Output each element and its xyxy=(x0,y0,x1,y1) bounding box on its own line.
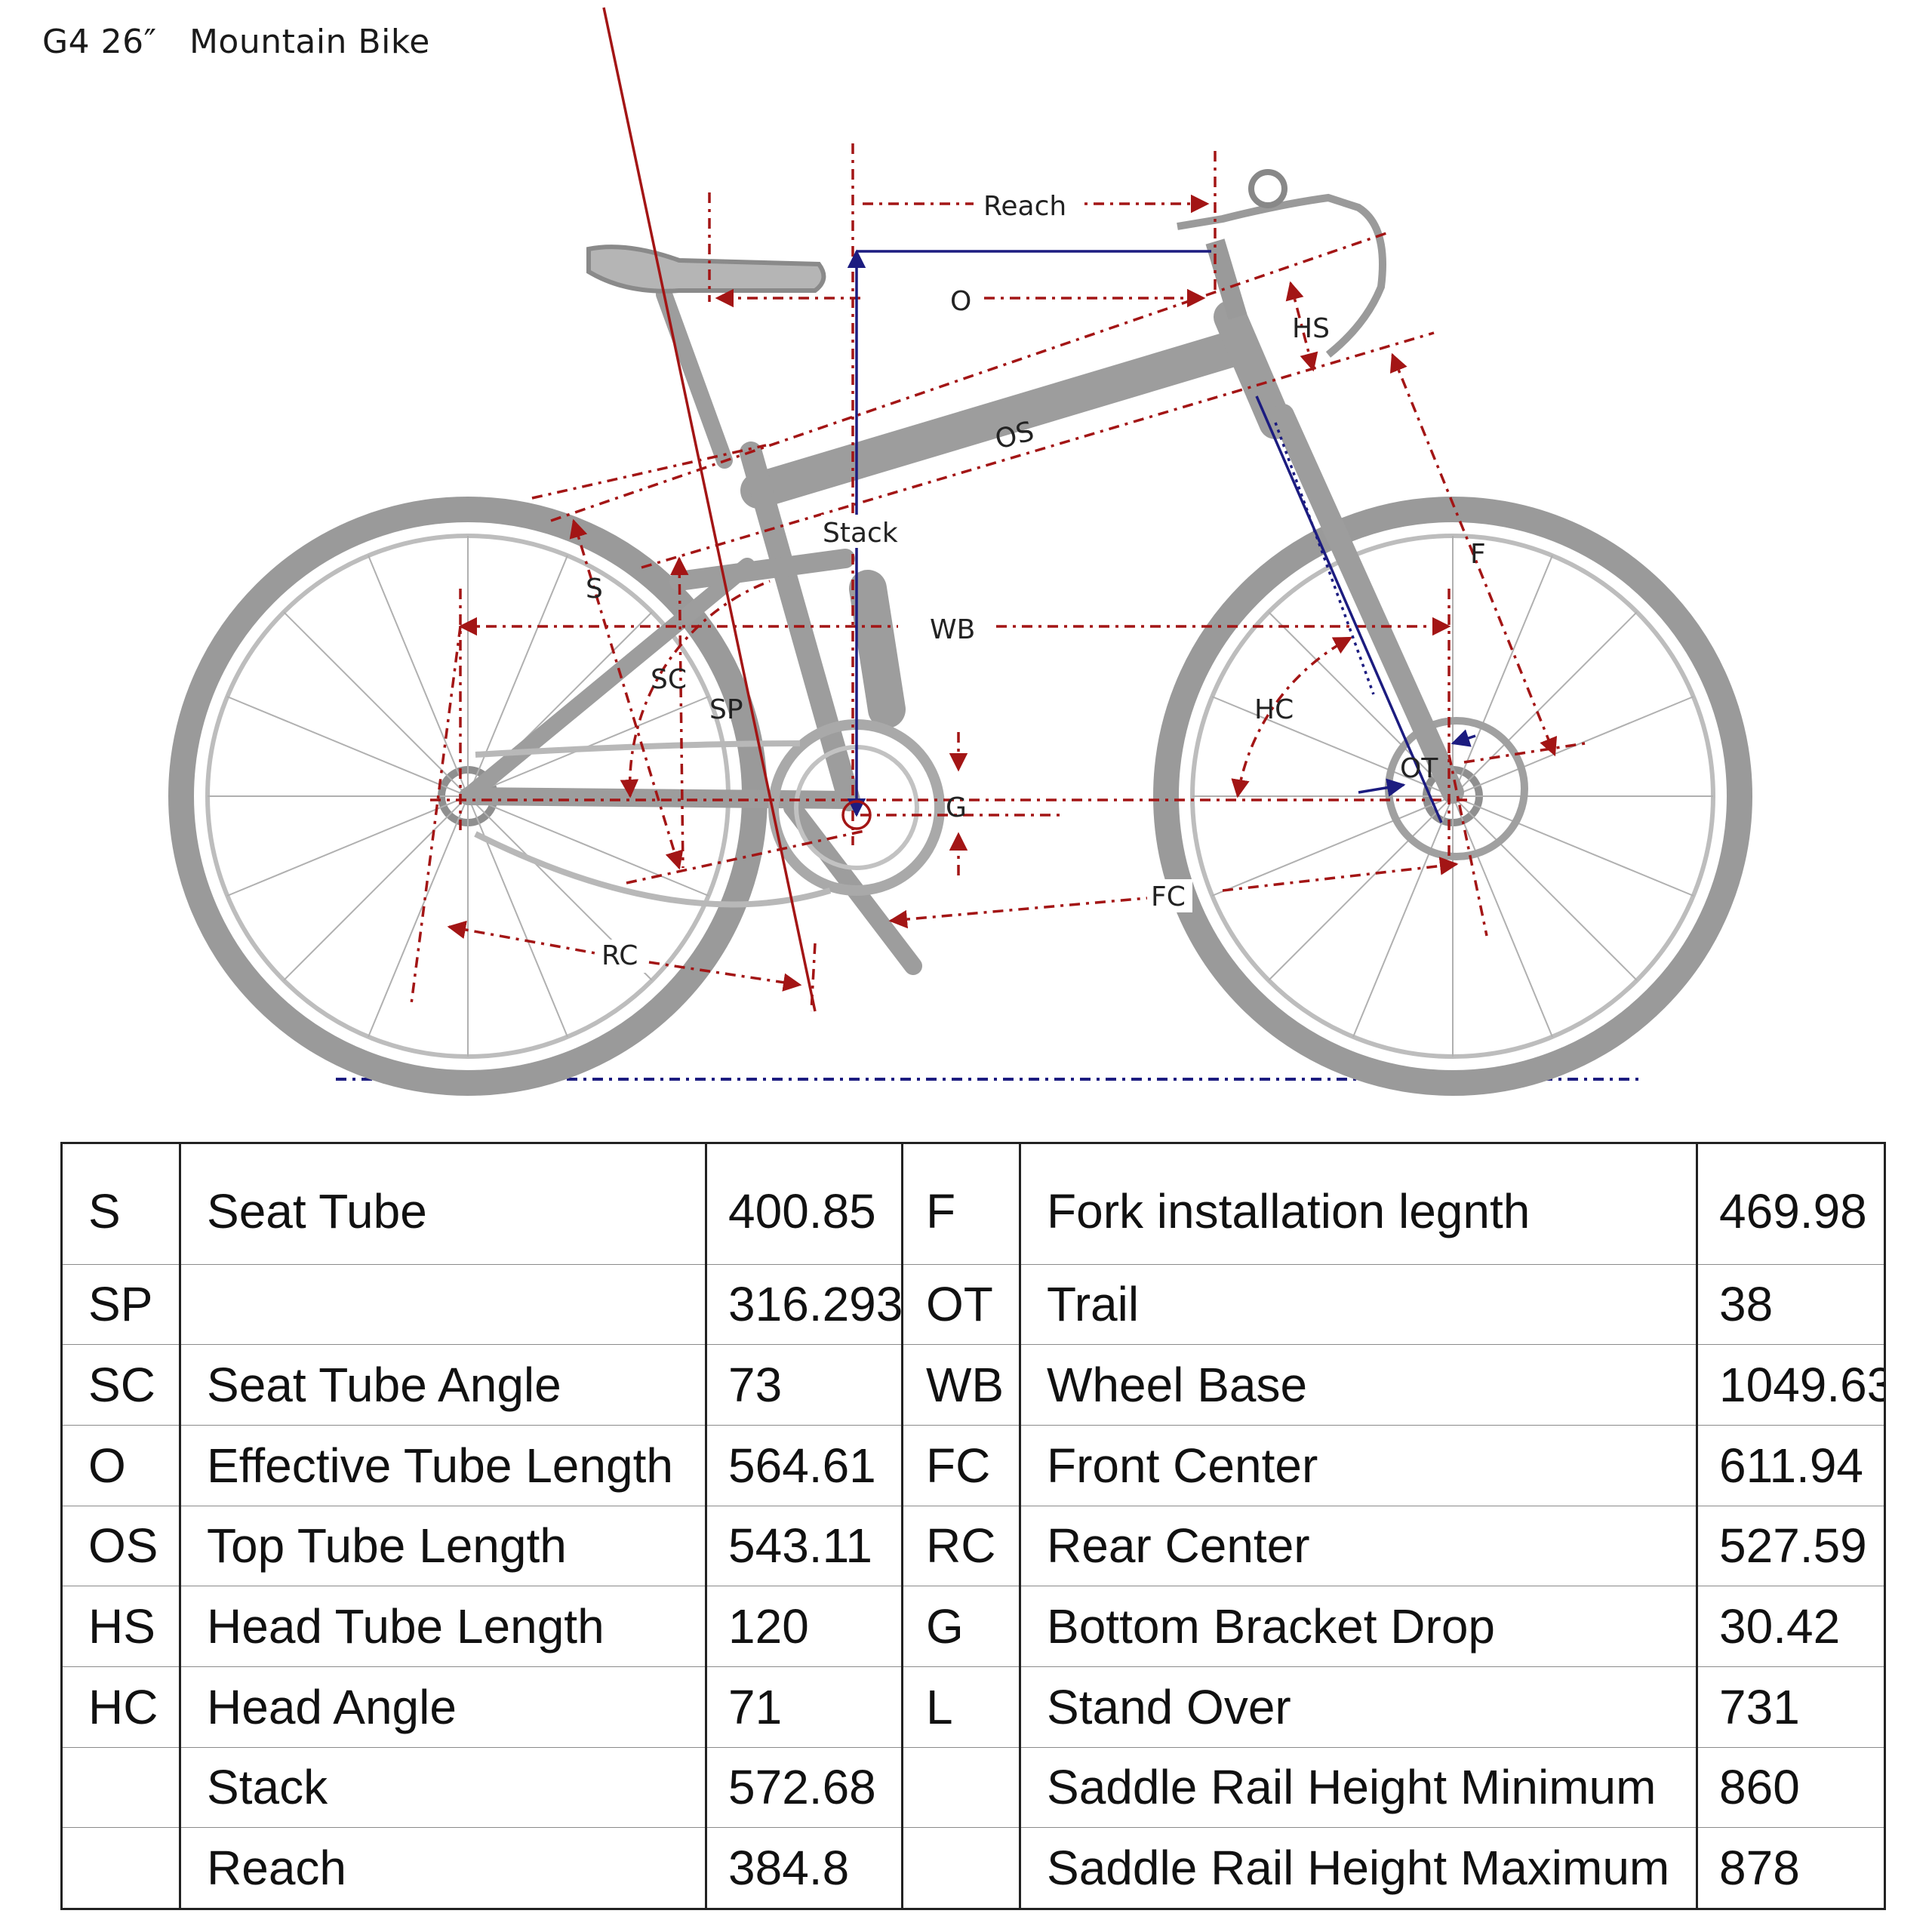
spec-right-value: 731 xyxy=(1696,1666,1886,1748)
spec-left-value: 564.61 xyxy=(705,1425,903,1506)
spec-left-name: Reach xyxy=(179,1827,707,1910)
label-sp: SP xyxy=(709,694,743,725)
spec-left-code: O xyxy=(60,1425,181,1506)
spec-left-name: Seat Tube xyxy=(179,1143,707,1265)
spec-left-code: HS xyxy=(60,1586,181,1667)
spec-right-value: 1049.63 xyxy=(1696,1344,1886,1426)
label-g: G xyxy=(946,792,967,823)
spec-right-value: 860 xyxy=(1696,1747,1886,1829)
spec-right-name: Rear Center xyxy=(1019,1506,1698,1587)
label-wb: WB xyxy=(930,614,975,645)
spec-right-code: OT xyxy=(901,1264,1021,1346)
handlebar xyxy=(1177,169,1386,358)
spec-right-value: 38 xyxy=(1696,1264,1886,1346)
spec-right-value: 878 xyxy=(1696,1827,1886,1910)
spec-right-name: Stand Over xyxy=(1019,1666,1698,1748)
spec-left-name: Stack xyxy=(179,1747,707,1829)
spec-right-code xyxy=(901,1827,1021,1910)
spec-left-value: 572.68 xyxy=(705,1747,903,1829)
label-f: F xyxy=(1470,539,1486,570)
spec-right-name: Bottom Bracket Drop xyxy=(1019,1586,1698,1667)
spec-left-name: Effective Tube Length xyxy=(179,1425,707,1506)
label-o: O xyxy=(950,286,971,317)
spec-right-value: 527.59 xyxy=(1696,1506,1886,1587)
label-fc: FC xyxy=(1151,881,1186,912)
spec-left-value: 73 xyxy=(705,1344,903,1426)
spec-left-value: 120 xyxy=(705,1586,903,1667)
spec-left-value: 400.85 xyxy=(705,1143,903,1265)
label-s: S xyxy=(586,574,603,605)
spec-left-code: SP xyxy=(60,1264,181,1346)
label-sc: SC xyxy=(651,664,687,695)
spec-right-name: Wheel Base xyxy=(1019,1344,1698,1426)
spec-right-code: FC xyxy=(901,1425,1021,1506)
spec-right-code: WB xyxy=(901,1344,1021,1426)
spec-right-code: RC xyxy=(901,1506,1021,1587)
spec-right-name: Saddle Rail Height Minimum xyxy=(1019,1747,1698,1829)
spec-left-code: S xyxy=(60,1143,181,1265)
label-rc: RC xyxy=(601,940,638,971)
label-ot: OT xyxy=(1400,753,1438,784)
spec-left-code xyxy=(60,1747,181,1829)
spec-left-code: SC xyxy=(60,1344,181,1426)
label-reach: Reach xyxy=(983,191,1066,222)
spec-right-name: Fork installation legnth xyxy=(1019,1143,1698,1265)
spec-left-name: Seat Tube Angle xyxy=(179,1344,707,1426)
spec-right-name: Front Center xyxy=(1019,1425,1698,1506)
label-hs: HS xyxy=(1292,313,1330,344)
spec-right-value: 30.42 xyxy=(1696,1586,1886,1667)
spec-left-code: HC xyxy=(60,1666,181,1748)
spec-left-name: Top Tube Length xyxy=(179,1506,707,1587)
spec-right-name: Trail xyxy=(1019,1264,1698,1346)
spec-left-value: 316.293 xyxy=(705,1264,903,1346)
spec-left-name: Head Tube Length xyxy=(179,1586,707,1667)
label-stack: Stack xyxy=(823,518,898,549)
spec-right-value: 469.98 xyxy=(1696,1143,1886,1265)
spec-left-code xyxy=(60,1827,181,1910)
spec-left-value: 71 xyxy=(705,1666,903,1748)
spec-right-code: L xyxy=(901,1666,1021,1748)
spec-left-name: Head Angle xyxy=(179,1666,707,1748)
bike-geometry-diagram: Reach O HS OS Stack S SC SP WB F HC OT G… xyxy=(168,7,1752,1096)
spec-left-code: OS xyxy=(60,1506,181,1587)
spec-left-name xyxy=(179,1264,707,1346)
spec-right-code: F xyxy=(901,1143,1021,1265)
dimension-labels: Reach O HS OS Stack S SC SP WB F HC OT G… xyxy=(586,185,1486,973)
spec-right-value: 611.94 xyxy=(1696,1425,1886,1506)
spec-left-value: 543.11 xyxy=(705,1506,903,1587)
spec-right-name: Saddle Rail Height Maximum xyxy=(1019,1827,1698,1910)
bike-illustration xyxy=(168,169,1752,1096)
saddle xyxy=(586,245,826,294)
spec-right-code: G xyxy=(901,1586,1021,1667)
spec-right-code xyxy=(901,1747,1021,1829)
spec-left-value: 384.8 xyxy=(705,1827,903,1910)
label-hc: HC xyxy=(1254,694,1294,725)
diagram-title: G4 26″ Mountain Bike xyxy=(42,23,430,61)
